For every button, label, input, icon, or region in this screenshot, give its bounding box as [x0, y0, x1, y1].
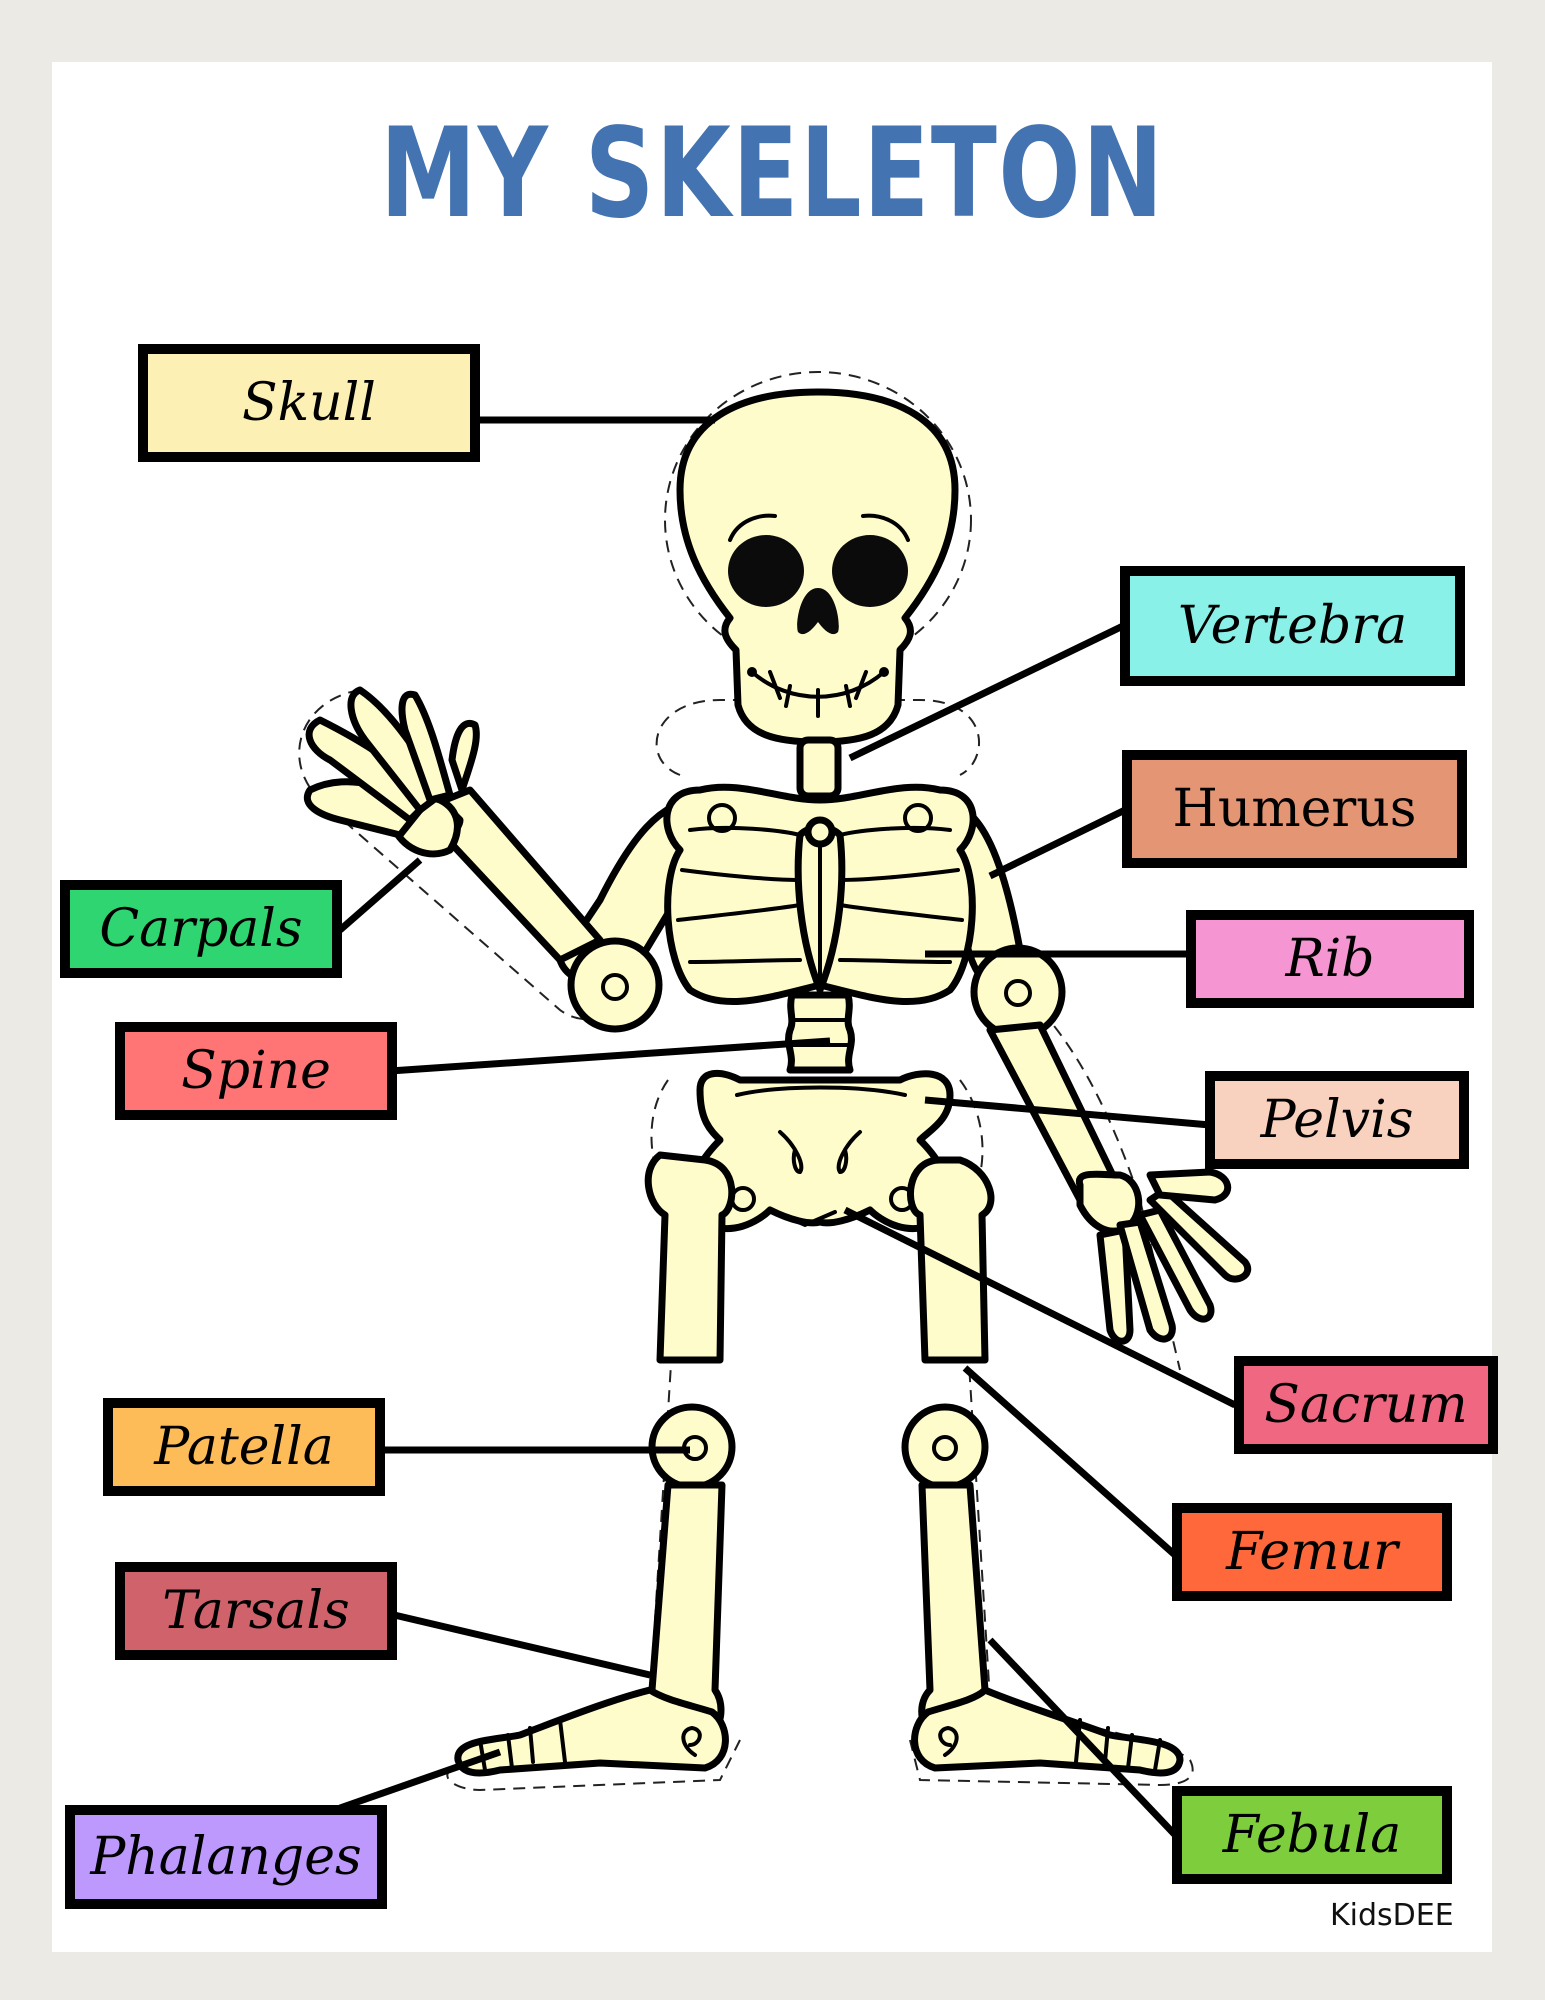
label-text: Rib [1285, 929, 1375, 989]
label-text: Carpals [99, 899, 303, 959]
label-text: Tarsals [162, 1581, 350, 1641]
label-text: Humerus [1172, 779, 1417, 839]
label-carpals: Carpals [60, 880, 342, 978]
label-rib: Rib [1186, 910, 1474, 1008]
label-tarsals: Tarsals [115, 1562, 397, 1660]
label-text: Patella [154, 1417, 334, 1477]
label-text: Spine [181, 1041, 331, 1101]
label-text: Femur [1226, 1522, 1398, 1582]
feet-drawing [454, 1686, 1184, 1777]
ribcage-drawing [663, 783, 977, 1005]
left-arm-drawing [304, 686, 704, 1033]
label-humerus: Humerus [1122, 750, 1467, 868]
label-pelvis: Pelvis [1205, 1071, 1469, 1169]
brand-watermark: KidsDEE [1330, 1898, 1454, 1933]
neck-vertebrae [796, 736, 842, 800]
label-text: Vertebra [1177, 596, 1408, 656]
label-patella: Patella [103, 1398, 385, 1496]
lumbar-spine [785, 991, 855, 1074]
label-femur: Femur [1172, 1503, 1452, 1601]
label-text: Pelvis [1260, 1090, 1414, 1150]
page-title: MY SKELETON [380, 102, 1165, 246]
label-skull: Skull [138, 344, 480, 462]
label-text: Febula [1222, 1805, 1402, 1865]
label-phalanges: Phalanges [65, 1805, 387, 1909]
label-text: Phalanges [90, 1827, 362, 1887]
label-febula: Febula [1172, 1786, 1452, 1884]
label-text: Sacrum [1264, 1375, 1468, 1435]
label-sacrum: Sacrum [1234, 1356, 1498, 1454]
leader-lines [337, 416, 1237, 1841]
label-text: Skull [242, 373, 376, 433]
legs-drawing [644, 1151, 995, 1736]
skull-drawing [676, 388, 959, 746]
label-vertebra: Vertebra [1120, 566, 1465, 686]
cut-lines [298, 371, 1194, 1792]
label-spine: Spine [115, 1022, 397, 1120]
